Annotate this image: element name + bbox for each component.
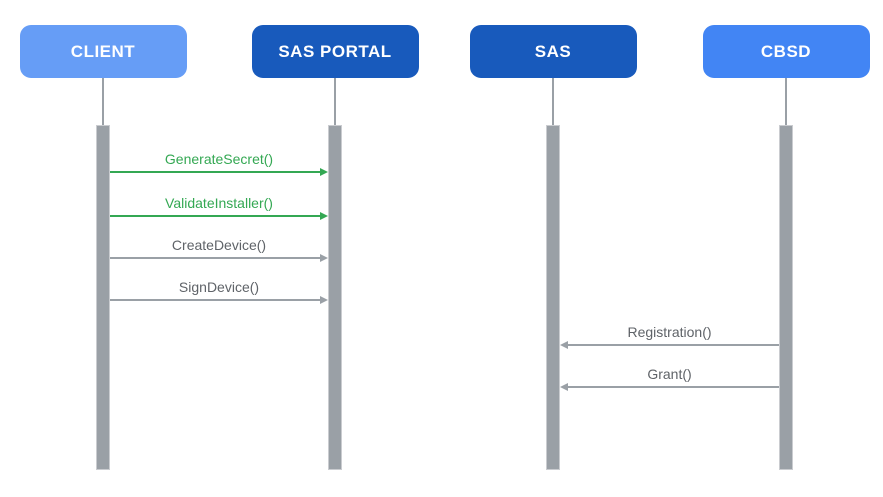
message-line	[567, 386, 779, 388]
message-line	[110, 257, 321, 259]
actor-box-client: CLIENT	[19, 25, 187, 78]
arrowhead-right-icon	[320, 212, 328, 220]
actor-label: SAS	[534, 41, 572, 61]
arrowhead-right-icon	[320, 296, 328, 304]
activation-bar-cbsd	[779, 125, 793, 470]
activation-bar-sas	[546, 125, 560, 470]
lifeline-stem-cbsd	[785, 78, 787, 125]
arrowhead-right-icon	[320, 168, 328, 176]
actor-box-sas-portal: SAS PORTAL	[251, 25, 419, 78]
message-label: GenerateSecret()	[164, 151, 274, 167]
message-label: Registration()	[627, 324, 712, 340]
lifeline-stem-client	[102, 78, 104, 125]
message-label: ValidateInstaller()	[165, 195, 273, 211]
actor-label: CLIENT	[70, 41, 136, 61]
actor-box-cbsd: CBSD	[702, 25, 870, 78]
actor-label: CBSD	[760, 41, 812, 61]
activation-bar-client	[96, 125, 110, 470]
message-line	[110, 215, 321, 217]
actor-box-sas: SAS	[469, 25, 637, 78]
message-line	[110, 171, 321, 173]
message-label: SignDevice()	[178, 279, 260, 295]
arrowhead-left-icon	[560, 383, 568, 391]
message-line	[110, 299, 321, 301]
message-label: Grant()	[647, 366, 692, 382]
message-line	[567, 344, 779, 346]
lifeline-stem-sas-portal	[334, 78, 336, 125]
lifeline-stem-sas	[552, 78, 554, 125]
actor-label: SAS PORTAL	[278, 41, 392, 61]
activation-bar-sas-portal	[328, 125, 342, 470]
arrowhead-right-icon	[320, 254, 328, 262]
arrowhead-left-icon	[560, 341, 568, 349]
message-label: CreateDevice()	[171, 237, 267, 253]
